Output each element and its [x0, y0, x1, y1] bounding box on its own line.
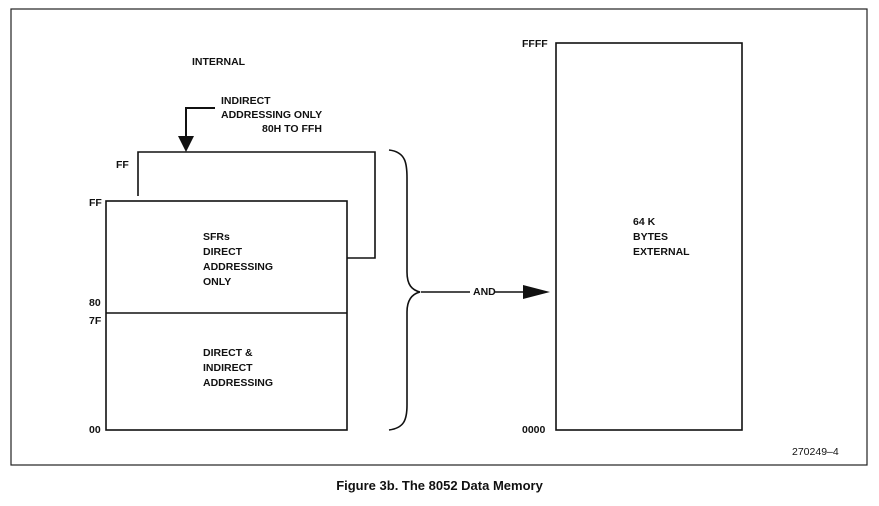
indirect-arrow-head [178, 136, 194, 152]
external-bottom-address: 0000 [522, 424, 546, 436]
external-text-line-1: 64 K [633, 216, 656, 228]
figure-border [10, 8, 868, 466]
lower-bottom-address: 00 [89, 424, 101, 436]
and-arrow-head [523, 285, 550, 299]
upper-block-top-address: FF [116, 159, 129, 171]
indirect-note-line-3: 80H TO FFH [262, 123, 322, 135]
lower-text-line-3: ADDRESSING [203, 377, 274, 389]
sfr-text-line-1: SFRs [203, 231, 230, 243]
external-text-line-3: EXTERNAL [633, 246, 690, 258]
internal-ram-block [105, 200, 348, 431]
sfr-text-line-3: ADDRESSING [203, 261, 274, 273]
lower-text-line-1: DIRECT & [203, 347, 253, 359]
lower-top-address: 7F [89, 315, 102, 327]
sfr-text-line-4: ONLY [203, 276, 232, 288]
sfr-text-line-2: DIRECT [203, 246, 243, 258]
sfr-bottom-address: 80 [89, 297, 101, 309]
grouping-brace [388, 149, 421, 431]
indirect-arrow-line [185, 107, 215, 140]
external-text-line-2: BYTES [633, 231, 669, 243]
figure-caption: Figure 3b. The 8052 Data Memory [336, 478, 543, 493]
indirect-note-line-2: ADDRESSING ONLY [221, 109, 323, 121]
sfr-top-address: FF [89, 197, 102, 209]
internal-title: INTERNAL [192, 56, 246, 68]
external-memory-block [555, 42, 743, 431]
indirect-upper-block [137, 151, 376, 259]
and-label: AND [473, 286, 496, 298]
figure-number: 270249–4 [792, 446, 839, 458]
external-top-address: FFFF [522, 38, 548, 50]
indirect-note-line-1: INDIRECT [221, 95, 271, 107]
lower-text-line-2: INDIRECT [203, 362, 253, 374]
